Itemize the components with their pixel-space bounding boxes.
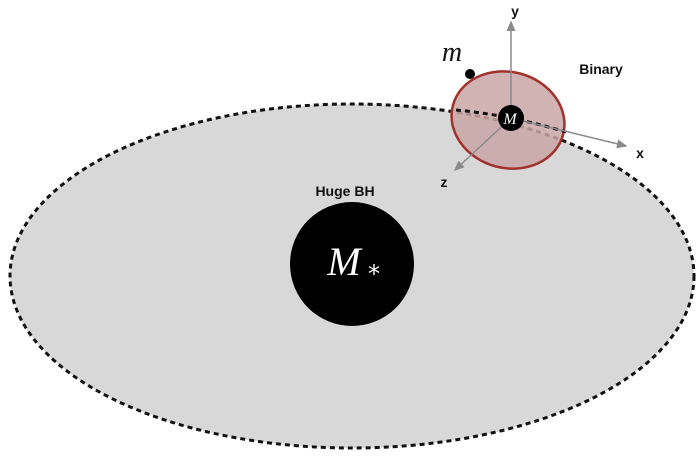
axis-y-label: y [511,3,519,19]
binary-central-mass-label: M [502,111,518,128]
axis-x-label: x [636,145,644,161]
binary-central-mass [498,105,524,131]
small-companion [465,69,475,79]
axis-z-label: z [441,174,448,190]
huge-black-hole [290,202,414,326]
small-companion-label: m [442,37,462,68]
binary-label: Binary [579,61,623,77]
huge-bh-mass-subscript: * [368,260,380,288]
huge-bh-label: Huge BH [315,183,374,199]
huge-bh-mass-label: M [326,239,363,284]
x-axis [510,117,628,149]
